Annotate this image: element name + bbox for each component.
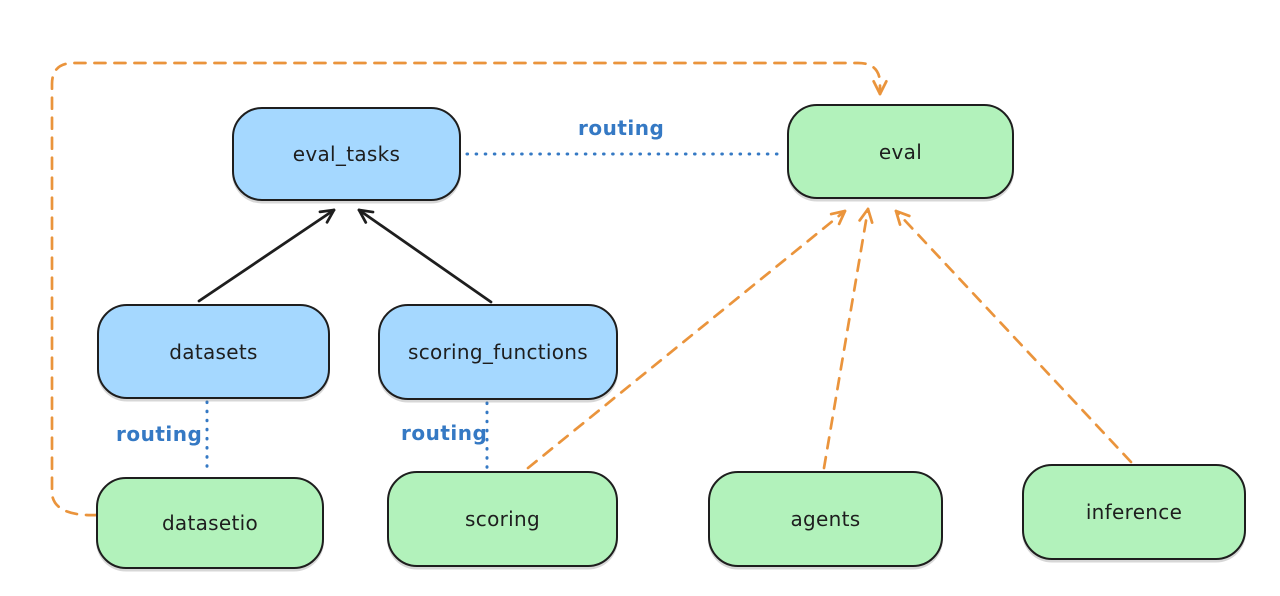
- node-eval: eval: [787, 104, 1014, 199]
- node-datasets-label: datasets: [169, 339, 258, 364]
- node-eval-tasks: eval_tasks: [232, 107, 461, 201]
- edge-label-routing-scoring-functions-scoring: routing: [401, 421, 488, 445]
- node-agents: agents: [708, 471, 943, 567]
- node-datasets: datasets: [97, 304, 330, 399]
- node-eval-label: eval: [878, 139, 923, 164]
- node-scoring-functions-label: scoring_functions: [407, 340, 589, 364]
- node-inference-label: inference: [1085, 500, 1183, 524]
- edge-datasets-to-eval-tasks: [197, 208, 336, 303]
- edge-inference-to-eval: [894, 209, 1133, 464]
- node-inference: inference: [1022, 464, 1246, 560]
- edge-label-routing-datasets-datasetio: routing: [116, 422, 203, 446]
- node-scoring-functions: scoring_functions: [378, 304, 618, 400]
- edge-datasetio-to-eval-loop: [50, 61, 888, 517]
- node-datasetio: datasetio: [96, 477, 324, 569]
- edge-label-routing-eval-tasks-eval: routing: [578, 116, 665, 140]
- node-agents-label: agents: [790, 507, 861, 531]
- node-scoring: scoring: [387, 471, 618, 567]
- edge-scoring-functions-to-eval-tasks: [357, 208, 493, 304]
- edge-scoring-to-eval: [526, 209, 847, 470]
- edge-agents-to-eval: [822, 207, 874, 470]
- node-scoring-label: scoring: [465, 507, 540, 531]
- node-eval-tasks-label: eval_tasks: [292, 142, 401, 166]
- node-datasetio-label: datasetio: [161, 511, 259, 535]
